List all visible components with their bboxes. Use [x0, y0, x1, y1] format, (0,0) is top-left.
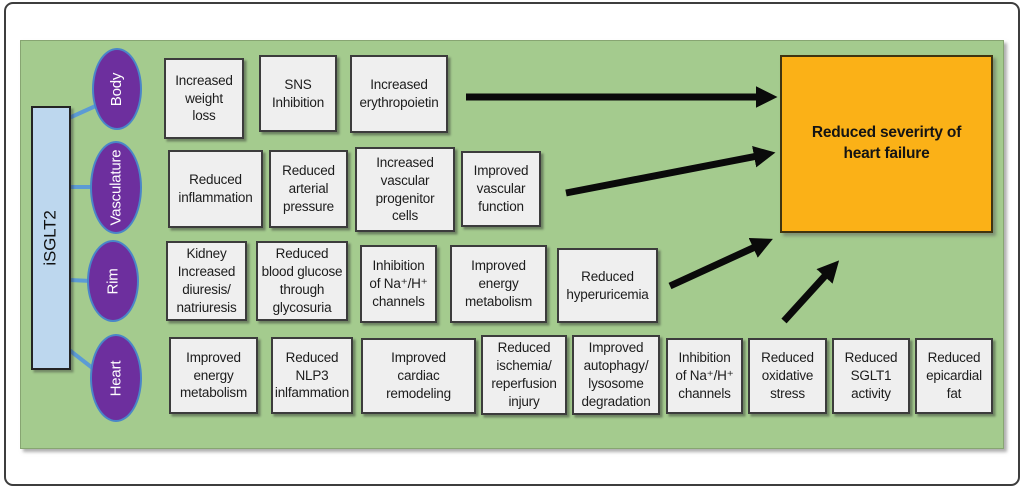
effect-box-reduced-nlp3-inflammation: Reduced NLP3 inlfammation — [271, 337, 353, 414]
effect-box-increased-erythropoietin: Increased erythropoietin — [350, 55, 448, 133]
category-label-rim: Rim — [104, 267, 122, 295]
effect-box-kidney-increased-diuresis-natriuresis: Kidney Increased diuresis/ natriuresis — [166, 241, 247, 321]
effect-box-improved-energy-metabolism-heart: Improved energy metabolism — [169, 337, 258, 414]
category-node-body: Body — [92, 48, 142, 130]
effect-box-reduced-arterial-pressure: Reduced arterial pressure — [269, 150, 348, 228]
effect-box-reduced-hyperuricemia: Reduced hyperuricemia — [557, 248, 658, 323]
effect-box-reduced-inflammation: Reduced inflammation — [168, 150, 263, 228]
effect-box-inhibition-na-h-channels-heart: Inhibition of Na⁺/H⁺ channels — [666, 338, 743, 414]
category-node-heart: Heart — [90, 334, 142, 422]
category-node-rim: Rim — [87, 240, 139, 322]
effect-box-inhibition-na-h-channels-kidney: Inhibition of Na⁺/H⁺ channels — [360, 245, 437, 323]
effect-box-improved-vascular-function: Improved vascular function — [461, 151, 541, 227]
category-node-vasculature: Vasculature — [90, 141, 142, 234]
effect-box-improved-cardiac-remodeling: Improved cardiac remodeling — [361, 338, 476, 414]
effect-box-reduced-oxidative-stress: Reduced oxidative stress — [748, 338, 827, 414]
effect-box-improved-energy-metabolism-kidney: Improved energy metabolism — [450, 245, 547, 323]
effect-box-reduced-blood-glucose-glycosuria: Reduced blood glucose through glycosuria — [256, 241, 348, 321]
category-label-vasculature: Vasculature — [107, 149, 125, 226]
source-label: iSGLT2 — [41, 210, 61, 266]
effect-box-reduced-sglt1-activity: Reduced SGLT1 activity — [832, 338, 910, 414]
source-node-isglt2: iSGLT2 — [31, 106, 71, 370]
category-label-body: Body — [108, 72, 126, 106]
effect-box-reduced-ischemia-reperfusion-injury: Reduced ischemia/ reperfusion injury — [481, 335, 567, 415]
effect-box-improved-autophagy-lysosome-degradation: Improved autophagy/ lysosome degradation — [572, 335, 660, 415]
effect-box-increased-weight-loss: Increased weight loss — [164, 58, 244, 139]
effect-box-sns-inhibition: SNS Inhibition — [259, 55, 337, 132]
effect-box-increased-vascular-progenitor-cells: Increased vascular progenitor cells — [355, 147, 455, 232]
effect-box-reduced-epicardial-fat: Reduced epicardial fat — [915, 338, 993, 414]
category-label-heart: Heart — [107, 360, 125, 396]
outcome-box-reduced-severity-heart-failure: Reduced severirty of heart failure — [780, 55, 993, 233]
